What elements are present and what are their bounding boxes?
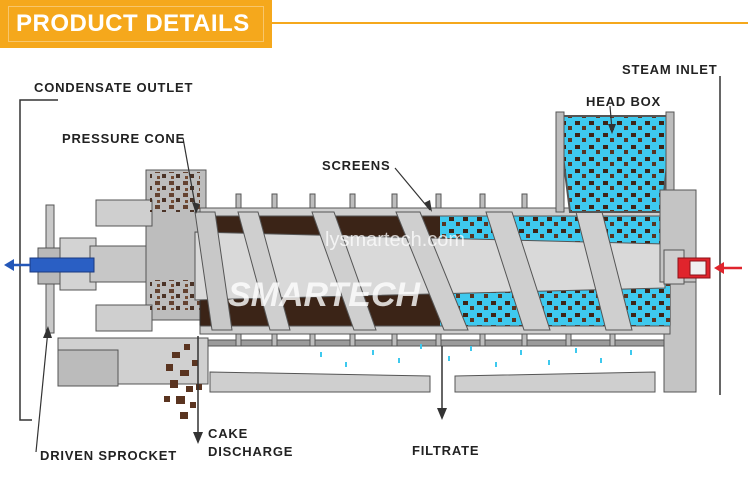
pressure-cone-pointer	[192, 202, 200, 214]
label-driven-sprocket: DRIVEN SPROCKET	[40, 448, 177, 463]
condensate-outlet-arrow	[4, 259, 30, 271]
label-discharge: DISCHARGE	[208, 444, 294, 459]
header-tab: PRODUCT DETAILS	[0, 0, 272, 48]
watermark-url: lysmartech.com	[325, 229, 465, 251]
outer-frame	[19, 76, 721, 421]
screen-posts	[235, 193, 616, 347]
steam-inlet-arrow	[714, 262, 742, 274]
label-screens: SCREENS	[322, 158, 391, 173]
label-cake: CAKE	[208, 426, 249, 441]
watermark-brand: SMARTECH	[228, 276, 421, 314]
head-box-pointer	[608, 124, 616, 134]
screw-shaft	[194, 211, 666, 331]
label-pressure-cone: PRESSURE CONE	[62, 131, 186, 146]
filtrate-drops	[320, 344, 632, 367]
cake-discharge-arrow	[193, 336, 203, 444]
cake-particles	[164, 344, 202, 419]
screens-pointer	[424, 200, 432, 212]
header-banner: PRODUCT DETAILS	[0, 0, 748, 50]
label-head-box: HEAD BOX	[586, 94, 662, 109]
header-rule	[272, 22, 748, 24]
label-filtrate: FILTRATE	[412, 443, 480, 458]
steam-inlet-assembly	[663, 249, 711, 285]
support-frame	[57, 279, 697, 393]
sprocket-pointer	[43, 326, 52, 338]
label-condensate-outlet: CONDENSATE OUTLET	[34, 80, 194, 95]
label-steam-inlet: STEAM INLET	[622, 62, 718, 77]
filtrate-arrow	[437, 346, 447, 420]
